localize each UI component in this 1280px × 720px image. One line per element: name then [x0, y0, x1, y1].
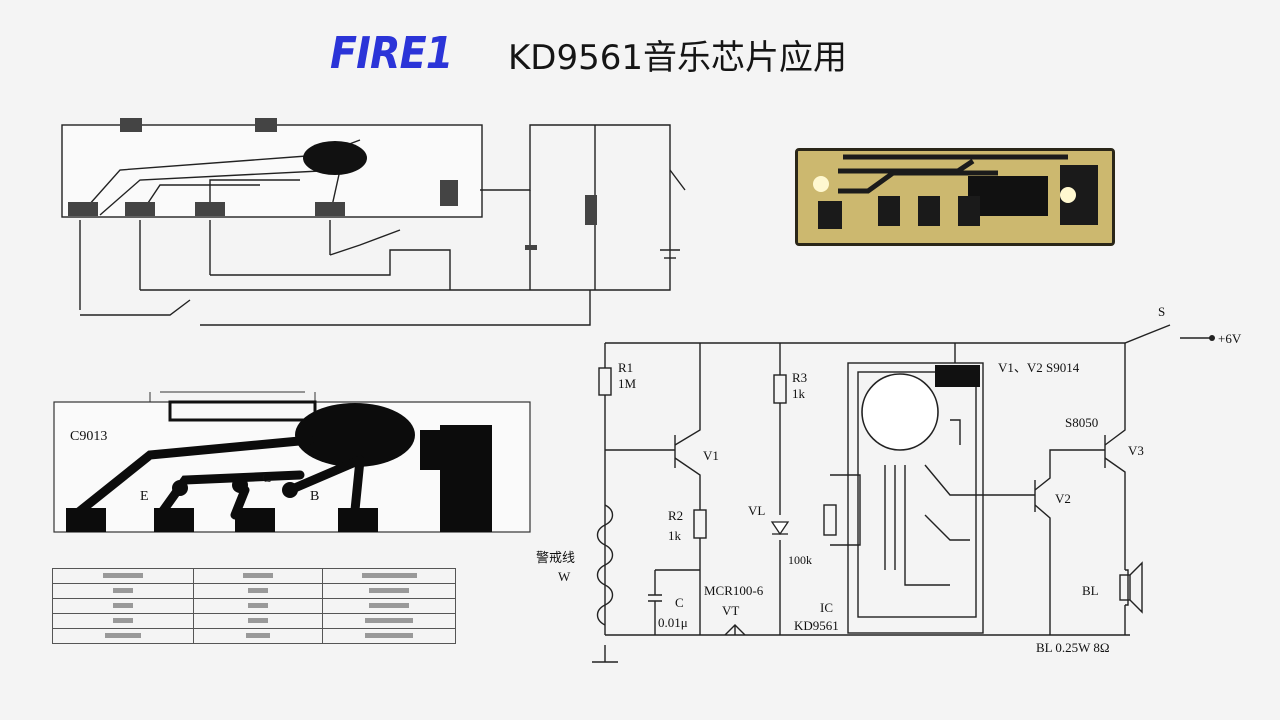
- table-row: [51, 628, 456, 644]
- pin-c-label: C: [262, 471, 271, 486]
- v1-label: V1: [703, 448, 719, 463]
- page-title: KD9561音乐芯片应用: [508, 38, 848, 78]
- v2-label: V2: [1055, 491, 1071, 506]
- scr-type: MCR100-6: [704, 583, 764, 598]
- vt-label: VT: [722, 603, 739, 618]
- v3-type: S8050: [1065, 415, 1098, 430]
- table-row: [51, 568, 456, 584]
- pcb-layout: C9013 E C B: [53, 391, 531, 533]
- wiring-diagram-top: [61, 118, 686, 326]
- table-row: [51, 613, 456, 629]
- pcb-traces: [798, 151, 1112, 243]
- r4-value: 100k: [788, 553, 812, 567]
- pin-table: [51, 568, 456, 644]
- c-label: C: [675, 595, 684, 610]
- r2-label: R2: [668, 508, 683, 523]
- r2-value: 1k: [668, 528, 682, 543]
- r3-label: R3: [792, 370, 807, 385]
- transistor-note: V1、V2 S9014: [998, 360, 1080, 375]
- transistor-label: C9013: [70, 429, 107, 444]
- vl-label: VL: [748, 503, 765, 518]
- pin-e-label: E: [140, 489, 149, 504]
- supply-label: +6V: [1218, 331, 1242, 346]
- table-row: [51, 583, 456, 599]
- bl-spec: BL 0.25W 8Ω: [1036, 640, 1110, 655]
- wire-symbol: W: [558, 569, 571, 584]
- ic-label: IC: [820, 600, 833, 615]
- switch-label: S: [1158, 304, 1165, 319]
- bl-label: BL: [1082, 583, 1099, 598]
- table-row: [51, 598, 456, 614]
- r1-label: R1: [618, 360, 633, 375]
- ic-type: KD9561: [794, 618, 839, 633]
- alarm-schematic: S +6V V1、V2 S9014 R1 1M R3 1k V1 V2 V3 S…: [536, 304, 1242, 663]
- r3-value: 1k: [792, 386, 806, 401]
- pin-b-label: B: [310, 489, 319, 504]
- brand-logo: FIRE1: [330, 28, 453, 79]
- c-value: 0.01μ: [658, 615, 688, 630]
- pcb-photo: [795, 148, 1115, 246]
- r1-value: 1M: [618, 376, 637, 391]
- wire-label: 警戒线: [536, 550, 575, 565]
- v3-label: V3: [1128, 443, 1144, 458]
